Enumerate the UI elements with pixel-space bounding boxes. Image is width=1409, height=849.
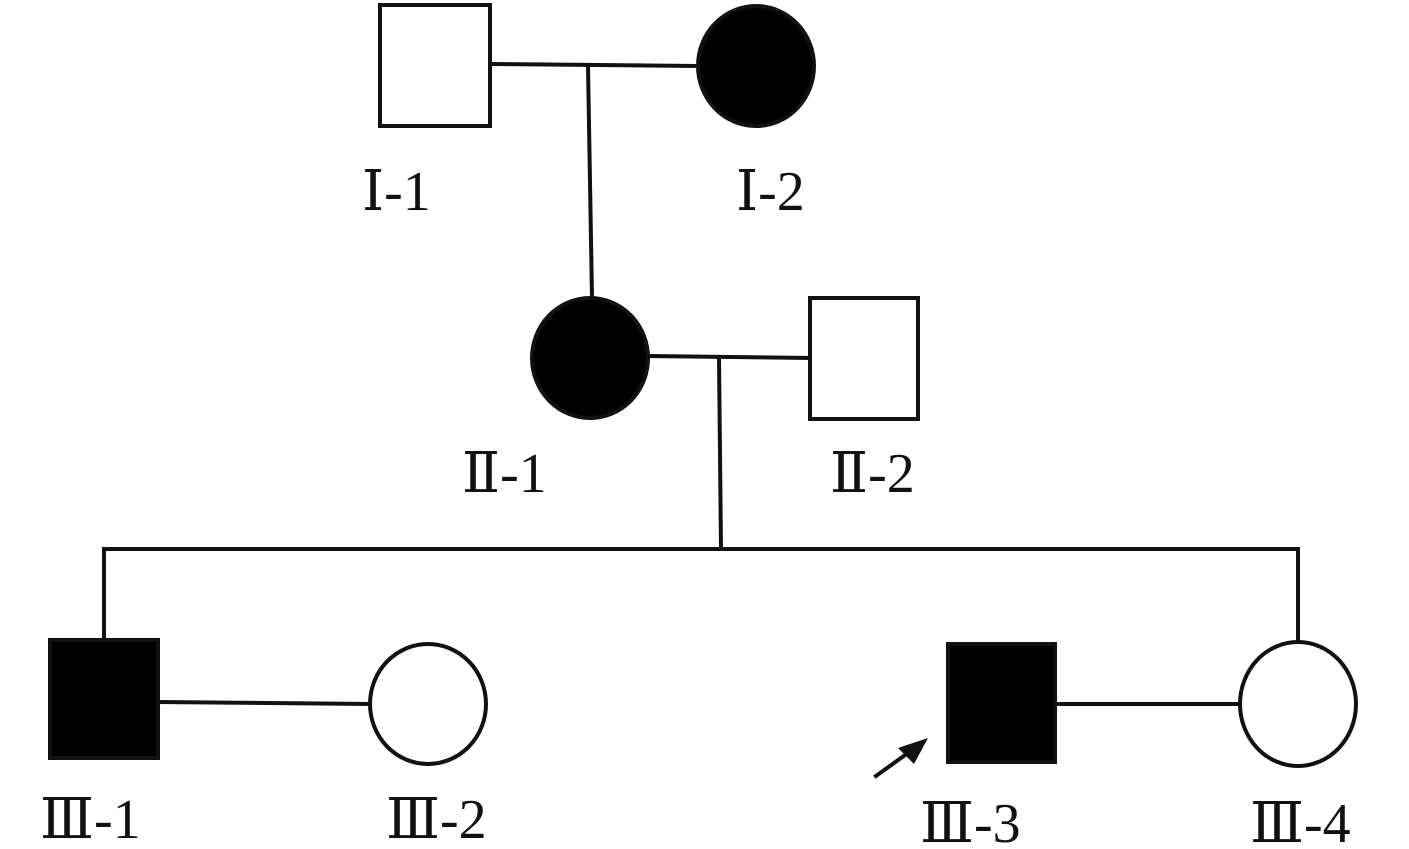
label-I-1: Ⅰ-1 bbox=[362, 161, 431, 223]
marriage-line-III-1-III-2 bbox=[155, 699, 373, 707]
individual-III-1-symbol bbox=[48, 638, 160, 760]
label-III-1: Ⅲ-1 bbox=[40, 789, 141, 849]
individual-III-3-symbol bbox=[946, 642, 1057, 764]
individual-II-1-symbol bbox=[530, 296, 650, 420]
label-III-4: Ⅲ-4 bbox=[1250, 793, 1351, 849]
label-I-2: Ⅰ-2 bbox=[736, 161, 805, 223]
label-II-2: Ⅱ-2 bbox=[830, 443, 915, 505]
individual-III-2-symbol bbox=[368, 642, 488, 766]
marriage-line-II bbox=[645, 353, 813, 361]
descent-line-II bbox=[716, 355, 724, 552]
label-III-3: Ⅲ-3 bbox=[920, 793, 1021, 849]
proband-arrow-icon bbox=[873, 738, 928, 779]
descent-line-I bbox=[585, 63, 595, 301]
label-II-1: Ⅱ-1 bbox=[462, 443, 547, 505]
individual-II-2-symbol bbox=[808, 296, 920, 421]
individual-I-1-symbol bbox=[378, 3, 492, 128]
marriage-line-I bbox=[487, 61, 699, 69]
individual-I-2-symbol bbox=[696, 4, 816, 128]
individual-III-4-symbol bbox=[1238, 640, 1358, 768]
label-III-2: Ⅲ-2 bbox=[386, 789, 487, 849]
